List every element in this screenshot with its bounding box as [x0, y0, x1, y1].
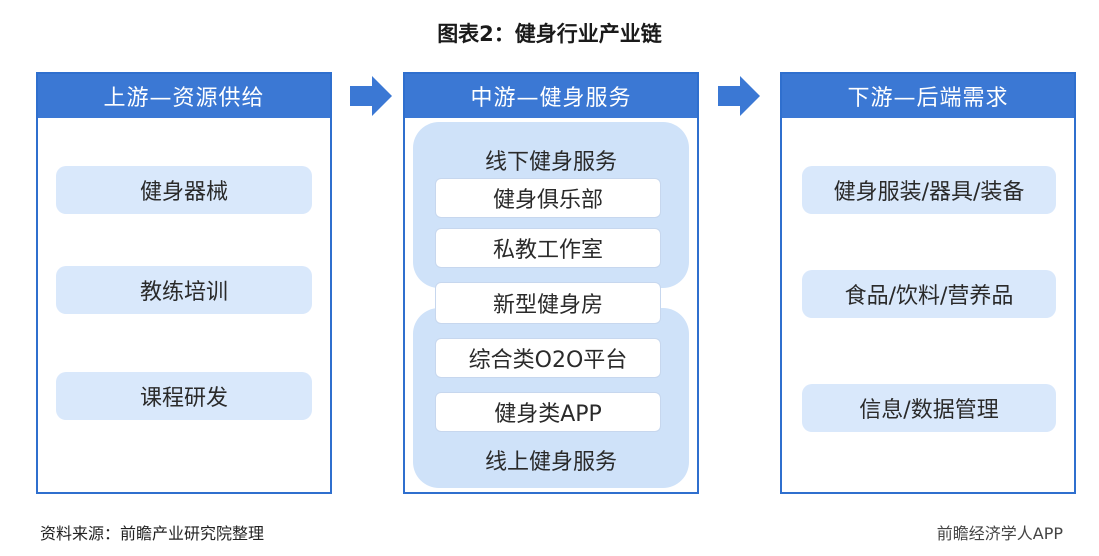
diagram-title: 图表2：健身行业产业链	[437, 22, 662, 46]
private-studio-box: 私教工作室	[435, 228, 661, 268]
o2o-platform-box: 综合类O2O平台	[435, 338, 661, 378]
upstream-column: 上游—资源供给 健身器械 教练培训 课程研发	[36, 72, 332, 494]
fitness-club-box: 健身俱乐部	[435, 178, 661, 218]
downstream-header: 下游—后端需求	[782, 74, 1074, 118]
fitness-app-box: 健身类APP	[435, 392, 661, 432]
arrow-right-icon	[350, 76, 392, 116]
online-service-label: 线上健身服务	[484, 450, 617, 475]
upstream-item-coach-training: 教练培训	[56, 266, 312, 314]
brand-watermark: 前瞻经济学人APP	[936, 524, 1063, 543]
arrow-right-icon	[718, 76, 760, 116]
downstream-item-apparel-equipment: 健身服装/器具/装备	[802, 166, 1056, 214]
downstream-item-data-management: 信息/数据管理	[802, 384, 1056, 432]
midstream-header: 中游—健身服务	[405, 74, 697, 118]
downstream-column: 下游—后端需求 健身服装/器具/装备 食品/饮料/营养品 信息/数据管理	[780, 72, 1076, 494]
upstream-header: 上游—资源供给	[38, 74, 330, 118]
upstream-item-course-development: 课程研发	[56, 372, 312, 420]
downstream-item-food-nutrition: 食品/饮料/营养品	[802, 270, 1056, 318]
new-gym-box: 新型健身房	[435, 282, 661, 324]
upstream-item-fitness-equipment: 健身器械	[56, 166, 312, 214]
midstream-column: 中游—健身服务 线下健身服务 线上健身服务 健身俱乐部 私教工作室 新型健身房 …	[403, 72, 699, 494]
source-note: 资料来源：前瞻产业研究院整理	[40, 524, 265, 543]
offline-service-label: 线下健身服务	[484, 150, 617, 175]
